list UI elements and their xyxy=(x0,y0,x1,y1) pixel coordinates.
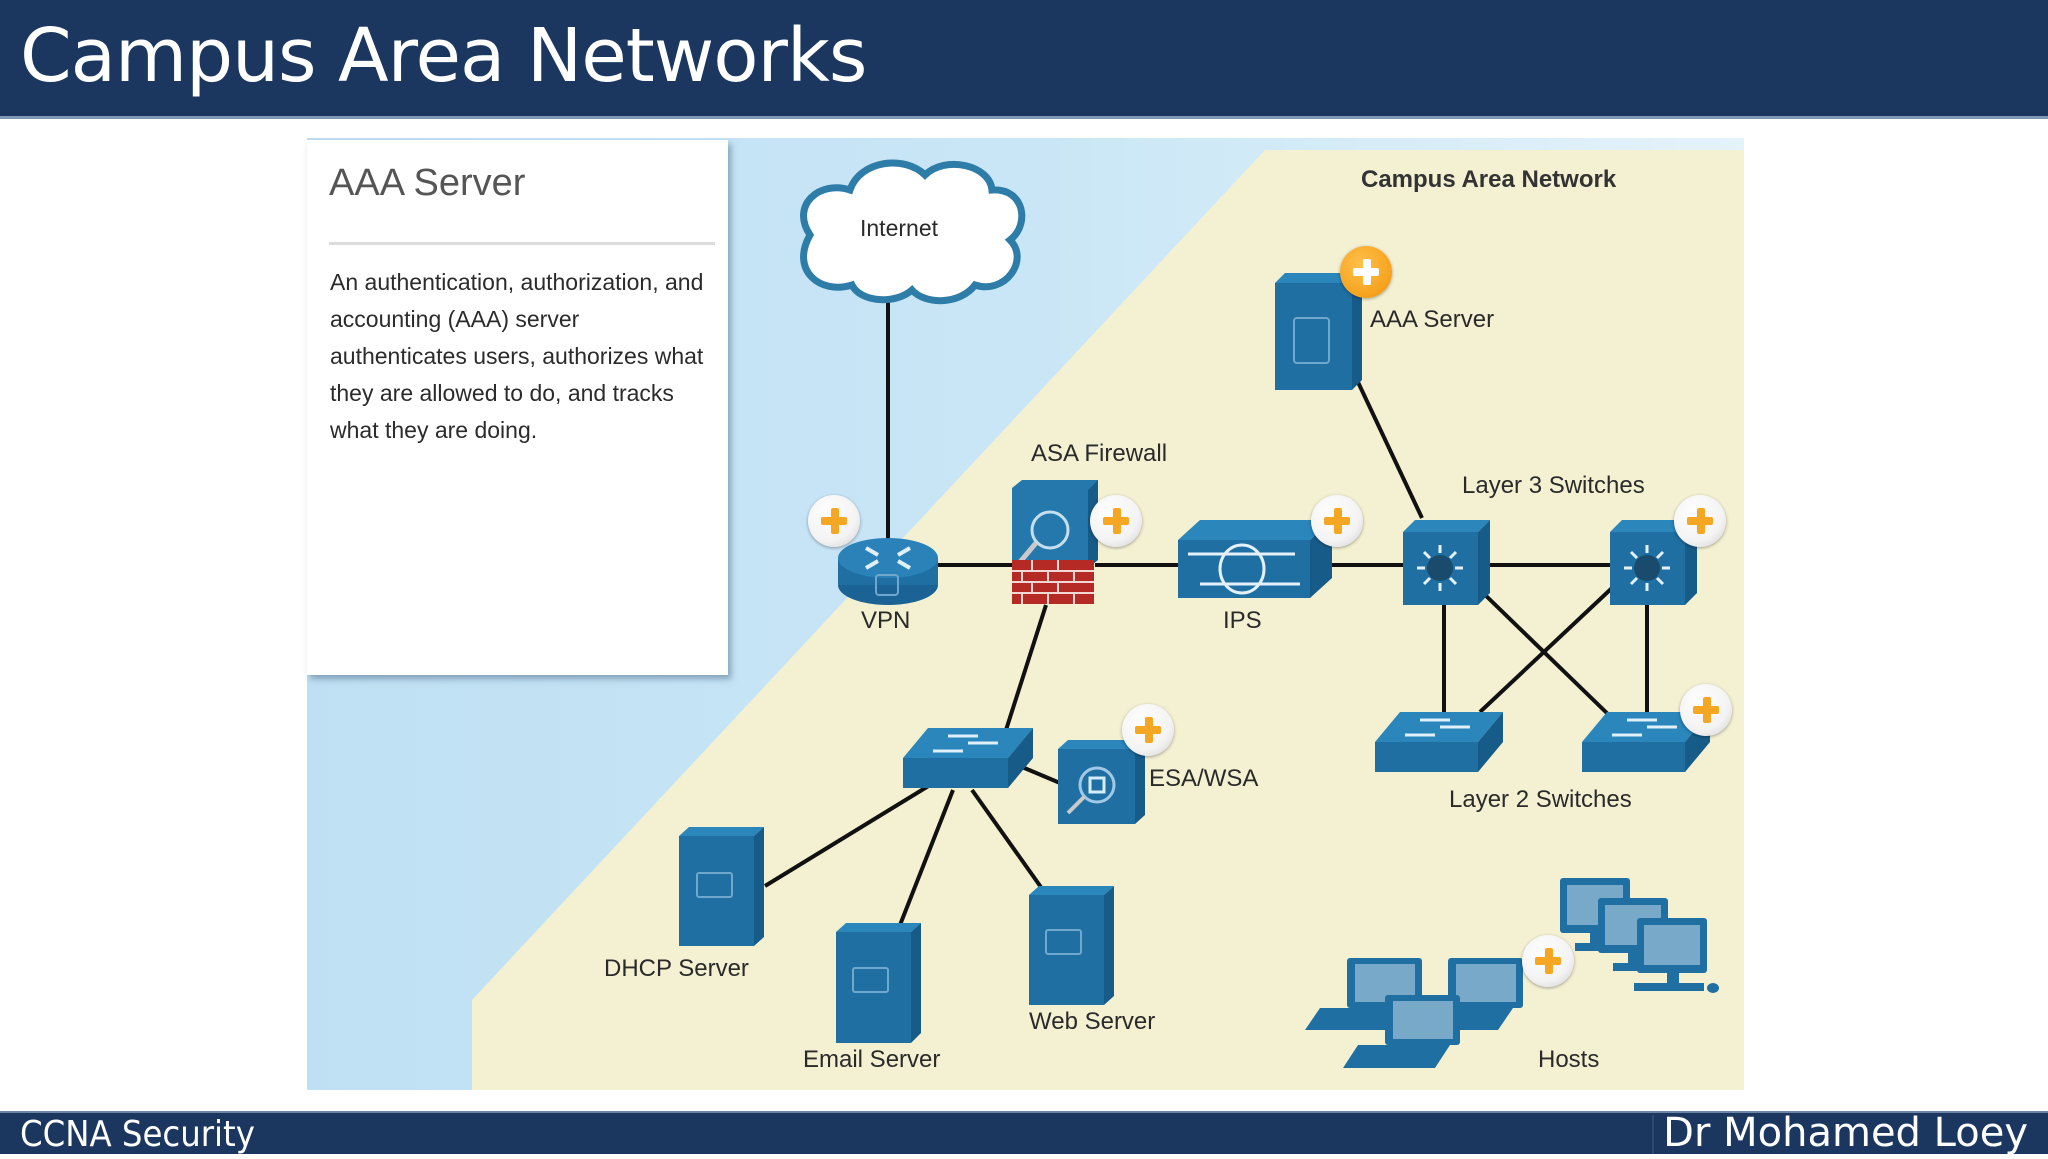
layer2-expand-button[interactable] xyxy=(1680,684,1732,736)
link-switch-esa xyxy=(1021,765,1061,785)
slide-header: Campus Area Networks xyxy=(0,0,2048,119)
aaa-server-label: AAA Server xyxy=(1370,306,1495,333)
layer3-switch-icon[interactable] xyxy=(1403,520,1490,605)
aaa-server-icon[interactable] xyxy=(1275,273,1362,390)
info-panel-title: AAA Server xyxy=(329,162,526,204)
info-panel-body: An authentication, authorization, and ac… xyxy=(330,269,704,443)
vpn-router-icon[interactable] xyxy=(838,538,938,605)
ips-expand-button[interactable] xyxy=(1311,495,1363,547)
hosts-icon[interactable] xyxy=(1305,878,1719,1068)
slide-footer: CCNA Security Dr Mohamed Loey xyxy=(0,1110,2048,1156)
link-asa-switch xyxy=(1004,604,1048,731)
email-server-label: Email Server xyxy=(803,1046,941,1073)
aaa-expand-button[interactable] xyxy=(1340,246,1392,298)
author-name: Dr Mohamed Loey xyxy=(1663,1110,2028,1156)
link-switch-dhcp xyxy=(763,780,937,888)
dhcp-server-icon[interactable] xyxy=(679,827,764,946)
link-aaa-l3 xyxy=(1355,379,1424,519)
layer2-switch-icon[interactable] xyxy=(1582,712,1710,772)
footer-divider xyxy=(1652,1115,1654,1154)
web-server-icon[interactable] xyxy=(1029,886,1114,1005)
email-server-icon[interactable] xyxy=(836,923,921,1043)
web-server-label: Web Server xyxy=(1029,1008,1156,1035)
esa-wsa-expand-button[interactable] xyxy=(1122,704,1174,756)
vpn-expand-button[interactable] xyxy=(808,495,860,547)
asa-firewall-icon[interactable] xyxy=(1012,480,1098,604)
link-switch-web xyxy=(970,788,1045,892)
campus-network-title: Campus Area Network xyxy=(1361,166,1617,193)
slide-title: Campus Area Networks xyxy=(20,13,867,99)
esa-wsa-icon[interactable] xyxy=(1058,740,1145,824)
link-l3a-l2b xyxy=(1478,588,1614,720)
esa-wsa-label: ESA/WSA xyxy=(1149,765,1259,792)
links xyxy=(763,295,1649,926)
link-l3b-l2a xyxy=(1478,586,1614,714)
internet-label: Internet xyxy=(860,215,938,241)
laptop-icon xyxy=(1343,995,1460,1068)
desktop-icon xyxy=(1634,918,1719,993)
course-name: CCNA Security xyxy=(20,1114,255,1155)
link-switch-email xyxy=(898,789,955,926)
ips-icon[interactable] xyxy=(1178,520,1332,598)
hosts-label: Hosts xyxy=(1538,1046,1600,1073)
asa-firewall-label: ASA Firewall xyxy=(1031,440,1168,467)
info-panel-divider xyxy=(329,242,715,245)
vpn-label: VPN xyxy=(861,607,911,634)
layer3-expand-button[interactable] xyxy=(1674,495,1726,547)
ips-label: IPS xyxy=(1223,607,1262,634)
info-panel: AAA Server An authentication, authorizat… xyxy=(307,140,728,675)
access-switch-icon[interactable] xyxy=(903,728,1033,788)
internet-cloud-icon[interactable] xyxy=(800,159,1026,305)
layer2-switch-icon[interactable] xyxy=(1375,712,1503,772)
network-diagram xyxy=(307,138,1744,1090)
dhcp-server-label: DHCP Server xyxy=(604,955,749,982)
campus-area xyxy=(472,150,1743,1090)
layer2-switches-label: Layer 2 Switches xyxy=(1449,786,1632,813)
hosts-expand-button[interactable] xyxy=(1522,935,1574,987)
asa-expand-button[interactable] xyxy=(1090,495,1142,547)
layer3-switches-label: Layer 3 Switches xyxy=(1462,472,1645,499)
